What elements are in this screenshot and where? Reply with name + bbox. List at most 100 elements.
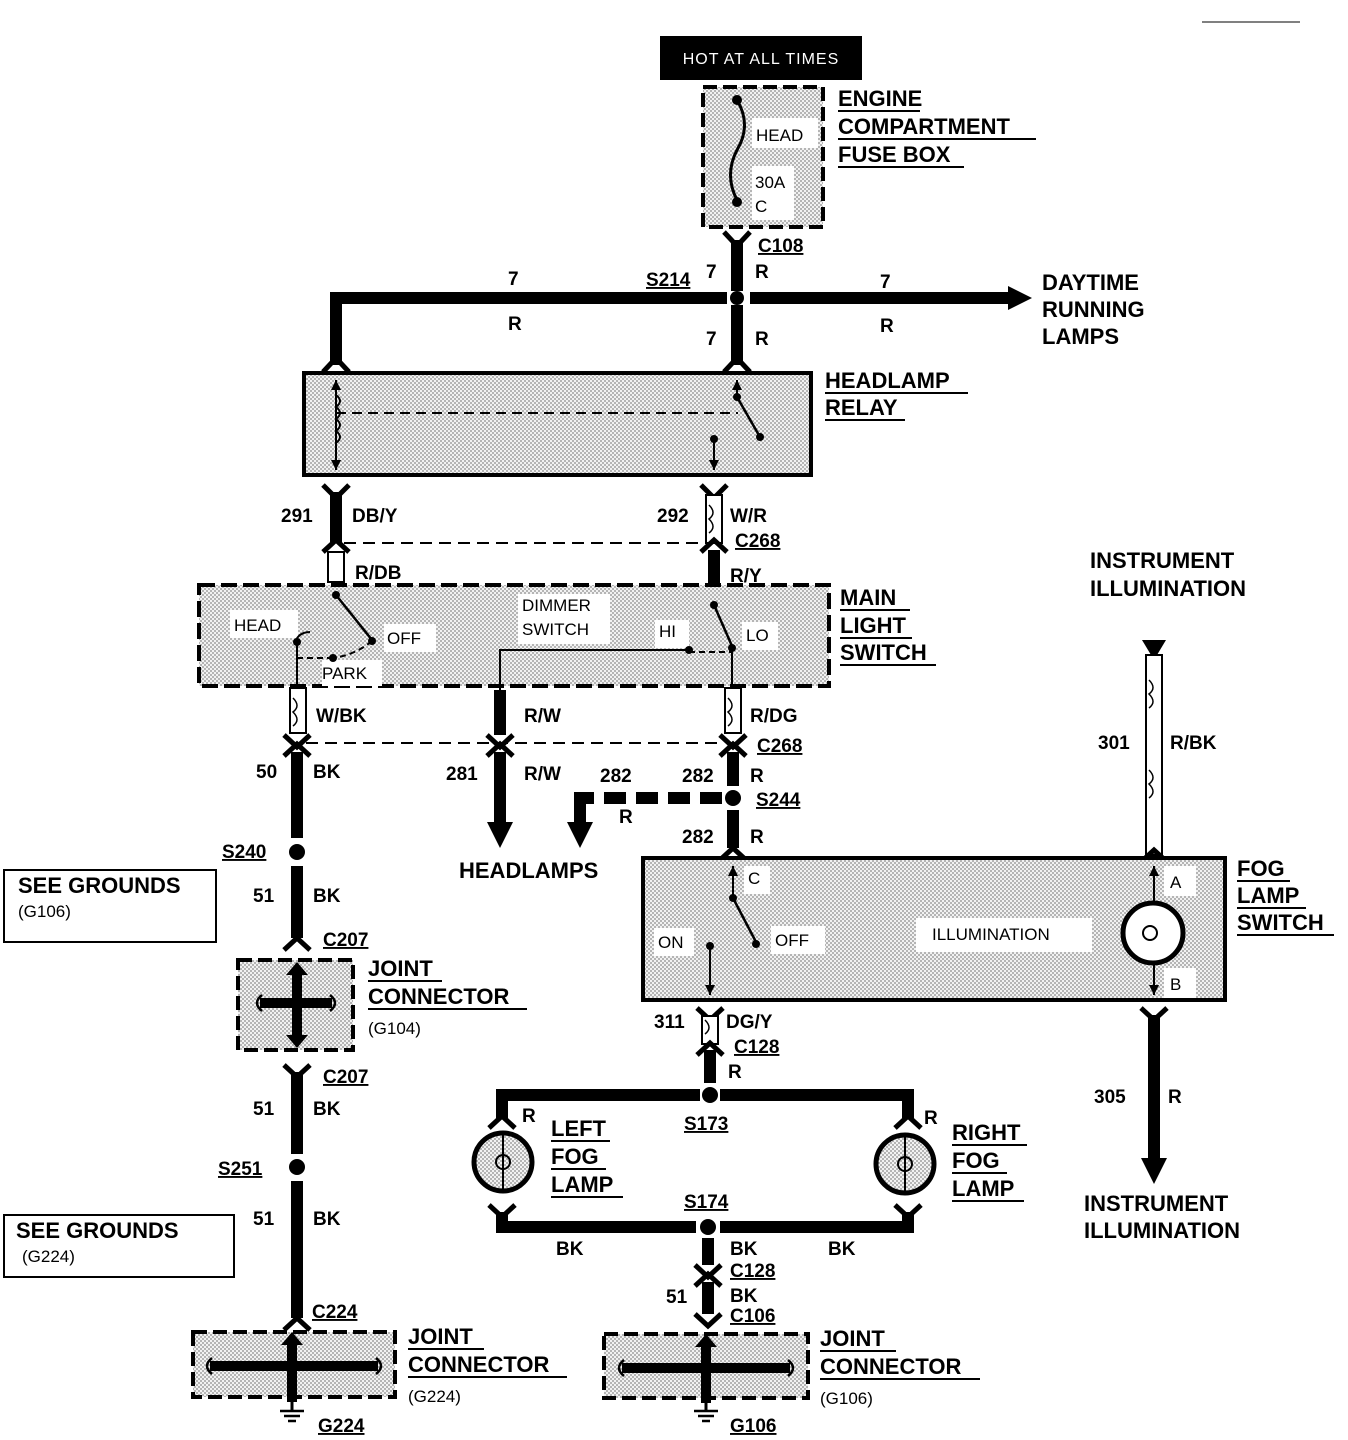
connector-c207-bottom: C207: [323, 1067, 368, 1088]
splice-s240-label: S240: [222, 842, 266, 863]
svg-text:282: 282: [600, 766, 632, 787]
svg-text:SEE GROUNDS: SEE GROUNDS: [16, 1218, 179, 1243]
svg-text:R/W: R/W: [524, 706, 561, 727]
svg-text:RELAY: RELAY: [825, 395, 898, 420]
wire-281: [485, 740, 515, 848]
fog-lamp-switch: C ON OFF ILLUMINATION A B: [641, 856, 1227, 1002]
svg-text:SWITCH: SWITCH: [840, 640, 927, 665]
svg-text:FUSE BOX: FUSE BOX: [838, 142, 951, 167]
see-grounds-g106: SEE GROUNDS (G106): [3, 869, 217, 943]
wire-305: [1139, 1006, 1169, 1184]
headlamps-label: HEADLAMPS: [459, 858, 598, 883]
see-grounds-g224: SEE GROUNDS (G224): [3, 1214, 235, 1278]
splice-s244: [725, 790, 741, 806]
fuse-link: [729, 99, 746, 201]
svg-text:BK: BK: [730, 1239, 758, 1260]
wire-7-left: [321, 292, 727, 374]
wire-292: [699, 483, 729, 590]
svg-text:BK: BK: [828, 1239, 856, 1260]
svg-text:R/DB: R/DB: [355, 563, 401, 584]
svg-text:R: R: [880, 316, 894, 337]
svg-text:R/DG: R/DG: [750, 706, 798, 727]
wire-7-right: [750, 286, 1032, 310]
svg-text:JOINT: JOINT: [408, 1324, 473, 1349]
svg-text:FOG: FOG: [1237, 856, 1285, 881]
headlamp-relay-label: HEADLAMP RELAY: [825, 368, 968, 421]
svg-text:W/BK: W/BK: [316, 706, 367, 727]
svg-text:ILLUMINATION: ILLUMINATION: [1090, 576, 1246, 601]
svg-text:MAIN: MAIN: [840, 585, 896, 610]
svg-text:JOINT: JOINT: [368, 956, 433, 981]
connector-c128-top: C128: [734, 1037, 779, 1058]
svg-text:LEFT: LEFT: [551, 1116, 607, 1141]
hot-at-all-times-badge: HOT AT ALL TIMES: [660, 36, 862, 80]
svg-text:BK: BK: [313, 1099, 341, 1120]
svg-text:FOG: FOG: [952, 1148, 1000, 1173]
svg-text:LAMP: LAMP: [551, 1172, 613, 1197]
engine-fuse-box-label: ENGINE COMPARTMENT FUSE BOX: [838, 86, 1036, 168]
svg-text:BK: BK: [313, 886, 341, 907]
right-fog-lamp: [873, 1132, 937, 1196]
svg-text:(G104): (G104): [368, 1019, 421, 1038]
wire-311: [695, 1006, 725, 1103]
joint-connector-g104: [236, 958, 355, 1052]
svg-text:BK: BK: [730, 1286, 758, 1307]
daytime-running-lamps-label: DAYTIME RUNNING LAMPS: [1042, 270, 1145, 349]
svg-text:(G224): (G224): [22, 1247, 75, 1266]
main-light-switch-label: MAIN LIGHT SWITCH: [840, 585, 936, 666]
wire-50: [282, 740, 312, 952]
svg-text:BK: BK: [313, 762, 341, 783]
right-fog-lamp-label: RIGHT FOG LAMP: [952, 1120, 1027, 1202]
svg-text:CONNECTOR: CONNECTOR: [820, 1354, 961, 1379]
fog-lamp-ground-bus: [487, 1203, 923, 1330]
svg-text:DG/Y: DG/Y: [726, 1012, 773, 1033]
connector-c106: C106: [730, 1306, 775, 1327]
svg-text:R/Y: R/Y: [730, 566, 762, 587]
connector-c268-bottom: C268: [757, 736, 802, 757]
svg-text:INSTRUMENT: INSTRUMENT: [1090, 548, 1235, 573]
svg-text:LIGHT: LIGHT: [840, 613, 907, 638]
left-fog-lamp: [471, 1130, 535, 1194]
svg-text:SWITCH: SWITCH: [522, 620, 589, 639]
svg-text:PARK: PARK: [322, 664, 368, 683]
svg-text:RIGHT: RIGHT: [952, 1120, 1021, 1145]
svg-text:R/BK: R/BK: [1170, 733, 1217, 754]
svg-text:281: 281: [446, 764, 478, 785]
svg-text:HOT AT ALL TIMES: HOT AT ALL TIMES: [683, 51, 840, 68]
svg-text:DAYTIME: DAYTIME: [1042, 270, 1139, 295]
splice-s244-label: S244: [756, 790, 801, 811]
svg-text:51: 51: [253, 886, 275, 907]
svg-text:CONNECTOR: CONNECTOR: [368, 984, 509, 1009]
svg-text:291: 291: [281, 506, 313, 527]
svg-text:LAMP: LAMP: [952, 1176, 1014, 1201]
svg-text:30A: 30A: [755, 173, 786, 192]
svg-text:OFF: OFF: [387, 629, 421, 648]
wire-282: [567, 740, 748, 862]
svg-text:W/R: W/R: [730, 506, 767, 527]
svg-text:(G224): (G224): [408, 1387, 461, 1406]
svg-text:OFF: OFF: [775, 931, 809, 950]
svg-text:R: R: [508, 314, 522, 335]
svg-text:C: C: [755, 197, 767, 216]
svg-text:R/W: R/W: [524, 764, 561, 785]
svg-text:282: 282: [682, 766, 714, 787]
splice-s173: [702, 1087, 718, 1103]
svg-text:7: 7: [508, 269, 519, 290]
svg-text:RUNNING: RUNNING: [1042, 297, 1145, 322]
svg-text:R: R: [755, 329, 769, 350]
svg-text:SWITCH: SWITCH: [1237, 910, 1324, 935]
wire-rw-upper: [485, 690, 515, 751]
svg-text:BK: BK: [556, 1239, 584, 1260]
svg-text:ILLUMINATION: ILLUMINATION: [932, 925, 1050, 944]
wire-51-lower-left: [282, 1063, 312, 1332]
svg-text:R: R: [619, 807, 633, 828]
joint-connector-g224: [191, 1330, 397, 1423]
svg-text:ENGINE: ENGINE: [838, 86, 922, 111]
splice-s251-label: S251: [218, 1159, 263, 1180]
svg-text:292: 292: [657, 506, 689, 527]
connector-c128-bottom: C128: [730, 1261, 775, 1282]
svg-text:R: R: [755, 262, 769, 283]
wire-rdg: [718, 687, 748, 751]
svg-text:305: 305: [1094, 1087, 1126, 1108]
svg-text:301: 301: [1098, 733, 1130, 754]
